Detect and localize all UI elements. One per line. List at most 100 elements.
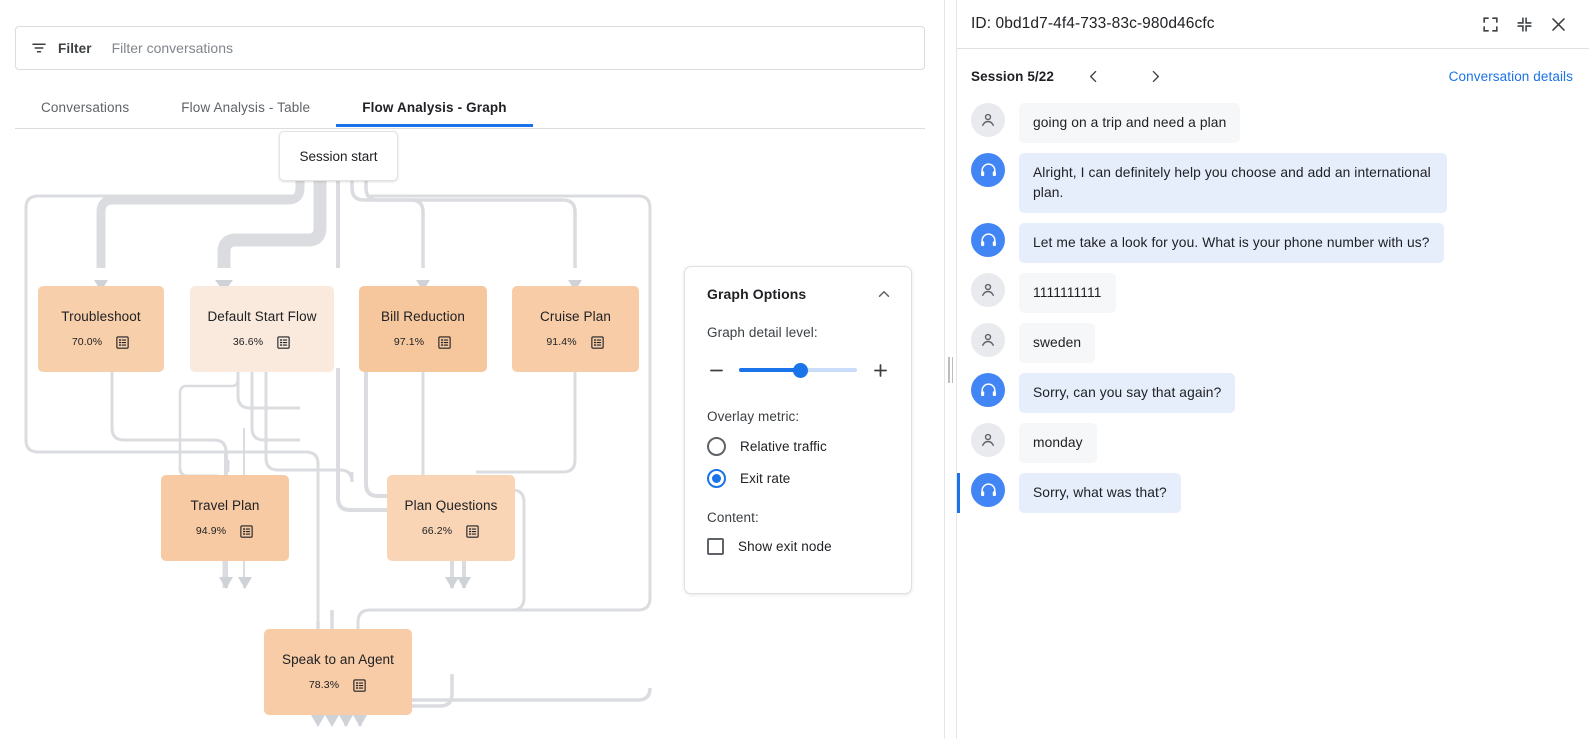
node-metric: 91.4% <box>546 336 577 348</box>
radio-label: Relative traffic <box>740 439 827 454</box>
graph-node-cruise-plan[interactable]: Cruise Plan 91.4% <box>512 286 639 372</box>
node-title: Default Start Flow <box>207 308 317 324</box>
flow-graph-canvas[interactable]: Session start Troubleshoot 70.0% <box>0 128 944 739</box>
graph-node-speak-to-an-agent[interactable]: Speak to an Agent 78.3% <box>264 629 412 715</box>
graph-options-title: Graph Options <box>707 286 807 302</box>
message-item: going on a trip and need a plan <box>971 103 1573 143</box>
node-metric: 94.9% <box>195 525 227 537</box>
node-metrics: 91.4% <box>546 335 604 350</box>
graph-detail-level-control <box>685 353 911 387</box>
list-details-icon[interactable] <box>276 335 291 350</box>
node-title: Speak to an Agent <box>281 651 395 667</box>
node-metric: 70.0% <box>71 336 103 348</box>
graph-node-session-start[interactable]: Session start <box>279 131 398 181</box>
slider-track-fill <box>739 368 801 372</box>
graph-node-travel-plan[interactable]: Travel Plan 94.9% <box>161 475 289 561</box>
message-list: going on a trip and need a plan Alright,… <box>955 103 1589 513</box>
tab-bar: Conversations Flow Analysis - Table Flow… <box>15 88 925 129</box>
graph-options-panel: Graph Options Graph detail level: <box>684 266 912 594</box>
minus-icon[interactable] <box>699 353 733 387</box>
list-details-icon[interactable] <box>115 335 130 350</box>
list-details-icon[interactable] <box>352 678 367 693</box>
checkbox-show-exit-node[interactable]: Show exit node <box>685 538 911 555</box>
agent-avatar-icon <box>971 223 1005 257</box>
node-metric: 97.1% <box>393 336 425 348</box>
session-nav: Session 5/22 Conversation details <box>955 49 1589 103</box>
node-title: Bill Reduction <box>381 308 465 324</box>
node-metric: 78.3% <box>308 679 340 691</box>
agent-avatar-icon <box>971 473 1005 507</box>
filter-icon <box>30 39 48 57</box>
tab-flow-analysis-table[interactable]: Flow Analysis - Table <box>181 100 311 115</box>
message-item-highlighted: Sorry, what was that? <box>955 473 1573 513</box>
tab-conversations[interactable]: Conversations <box>41 100 130 115</box>
filter-input[interactable] <box>109 35 924 61</box>
node-metrics: 66.2% <box>422 524 480 539</box>
drag-handle-icon[interactable] <box>948 356 953 383</box>
checkbox-label: Show exit node <box>738 539 832 554</box>
node-metrics: 94.9% <box>196 524 254 539</box>
fullscreen-exit-icon[interactable] <box>1507 7 1541 41</box>
user-avatar-icon <box>971 103 1005 137</box>
plus-icon[interactable] <box>863 353 897 387</box>
message-item: 1111111111 <box>971 273 1573 313</box>
graph-detail-level-label: Graph detail level: <box>707 325 818 340</box>
node-metrics: 36.6% <box>233 335 291 350</box>
message-text: monday <box>1019 423 1097 463</box>
node-metric: 36.6% <box>232 336 264 348</box>
list-details-icon[interactable] <box>590 335 605 350</box>
node-title: Cruise Plan <box>540 308 611 324</box>
radio-exit-rate[interactable]: Exit rate <box>685 469 911 488</box>
filter-label: Filter <box>58 40 92 56</box>
user-avatar-icon <box>971 273 1005 307</box>
graph-node-bill-reduction[interactable]: Bill Reduction 97.1% <box>359 286 487 372</box>
conversation-header: ID: 0bd1d7-4f4-733-83c-980d46cfc <box>955 0 1589 49</box>
graph-node-troubleshoot[interactable]: Troubleshoot 70.0% <box>38 286 164 372</box>
checkbox-icon[interactable] <box>707 538 724 555</box>
node-title: Plan Questions <box>404 497 498 513</box>
chevron-left-icon[interactable] <box>1076 59 1110 93</box>
chevron-up-icon[interactable] <box>875 285 893 303</box>
content-label: Content: <box>707 510 759 525</box>
message-text: going on a trip and need a plan <box>1019 103 1241 143</box>
slider-thumb[interactable] <box>793 362 809 378</box>
radio-icon-selected[interactable] <box>707 469 726 488</box>
message-text: Sorry, can you say that again? <box>1019 373 1236 413</box>
conversation-details-link[interactable]: Conversation details <box>1448 68 1573 84</box>
chevron-right-icon[interactable] <box>1138 59 1172 93</box>
session-counter: Session 5/22 <box>971 68 1054 84</box>
message-item: Let me take a look for you. What is your… <box>971 223 1573 263</box>
agent-avatar-icon <box>971 153 1005 187</box>
session-start-label: Session start <box>299 148 378 164</box>
flow-analysis-pane: Filter Conversations Flow Analysis - Tab… <box>0 0 944 739</box>
message-item: monday <box>971 423 1573 463</box>
fullscreen-icon[interactable] <box>1473 7 1507 41</box>
message-item: sweden <box>971 323 1573 363</box>
graph-node-default-start-flow[interactable]: Default Start Flow 36.6% <box>190 286 334 372</box>
node-title: Travel Plan <box>190 497 260 513</box>
message-item: Sorry, can you say that again? <box>971 373 1573 413</box>
radio-label: Exit rate <box>740 471 791 486</box>
graph-node-plan-questions[interactable]: Plan Questions 66.2% <box>387 475 515 561</box>
node-metrics: 97.1% <box>394 335 452 350</box>
message-text: sweden <box>1019 323 1096 363</box>
message-item: Alright, I can definitely help you choos… <box>971 153 1573 213</box>
list-details-icon[interactable] <box>465 524 480 539</box>
message-text: Sorry, what was that? <box>1019 473 1181 513</box>
conversation-pane: ID: 0bd1d7-4f4-733-83c-980d46cfc <box>955 0 1589 739</box>
node-metric: 66.2% <box>421 525 453 537</box>
close-icon[interactable] <box>1541 7 1575 41</box>
filter-bar[interactable]: Filter <box>15 26 925 70</box>
radio-icon[interactable] <box>707 437 726 456</box>
pane-splitter[interactable] <box>944 0 957 739</box>
agent-avatar-icon <box>971 373 1005 407</box>
conversation-id: ID: 0bd1d7-4f4-733-83c-980d46cfc <box>971 15 1215 32</box>
tab-flow-analysis-graph[interactable]: Flow Analysis - Graph <box>336 88 534 127</box>
node-metrics: 70.0% <box>72 335 130 350</box>
graph-detail-slider[interactable] <box>739 360 857 380</box>
list-details-icon[interactable] <box>239 524 254 539</box>
graph-options-header: Graph Options <box>685 267 911 303</box>
list-details-icon[interactable] <box>437 335 452 350</box>
radio-relative-traffic[interactable]: Relative traffic <box>685 437 911 456</box>
